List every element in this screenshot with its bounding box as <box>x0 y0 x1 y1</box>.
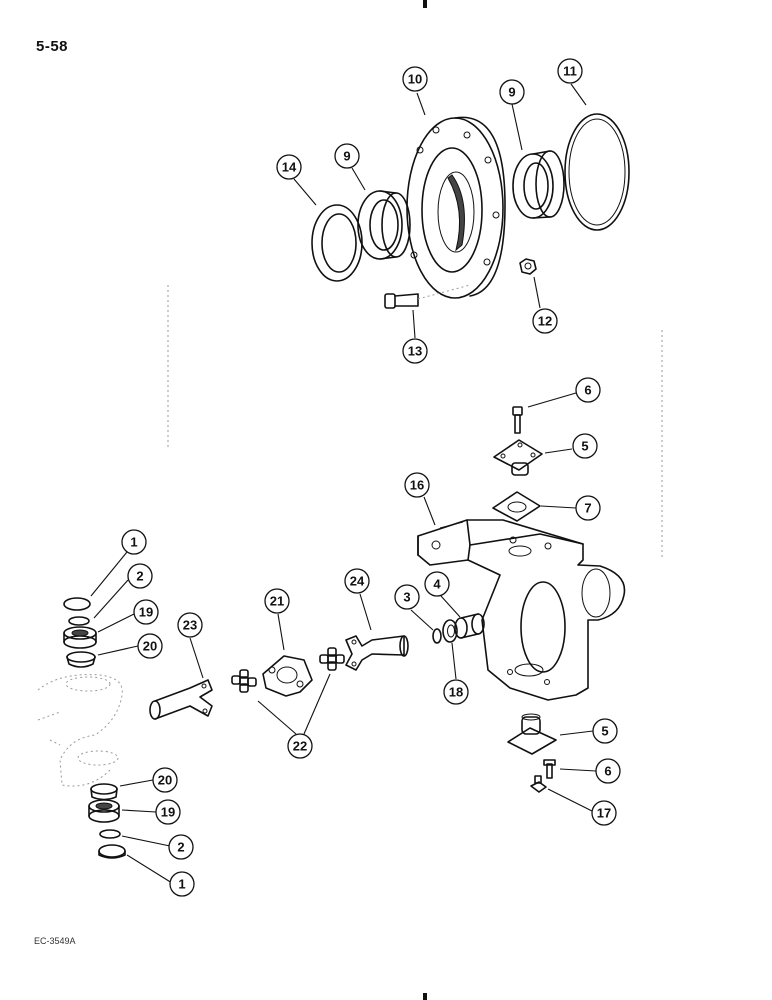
part-2-washer-bottom <box>99 829 121 839</box>
callout-9-right: 9 <box>499 79 525 105</box>
part-1-cap-top <box>63 597 91 611</box>
svg-text:1: 1 <box>178 877 185 892</box>
callout-7: 7 <box>575 495 601 521</box>
callout-21: 21 <box>264 588 290 614</box>
callout-20-bottom: 20 <box>152 767 178 793</box>
svg-text:2: 2 <box>136 569 143 584</box>
callout-20-top: 20 <box>137 633 163 659</box>
part-24-yoke-shaft <box>345 635 409 671</box>
callout-5-top: 5 <box>572 433 598 459</box>
callout-16: 16 <box>404 472 430 498</box>
part-22-cross-right <box>319 647 345 671</box>
illustration-code: EC-3549A <box>34 936 76 946</box>
part-14-seal <box>311 204 363 282</box>
part-22-cross-left <box>231 669 257 693</box>
svg-text:12: 12 <box>538 314 552 329</box>
svg-text:17: 17 <box>597 806 611 821</box>
part-4-bushing <box>454 613 485 639</box>
callout-14: 14 <box>276 154 302 180</box>
svg-text:18: 18 <box>449 685 463 700</box>
part-10-hub <box>406 116 506 299</box>
part-6-bolt-bottom <box>543 759 556 779</box>
svg-text:10: 10 <box>408 72 422 87</box>
callout-24: 24 <box>344 568 370 594</box>
callout-1-top: 1 <box>121 529 147 555</box>
callout-6-top: 6 <box>575 377 601 403</box>
callout-19-top: 19 <box>133 599 159 625</box>
callout-11: 11 <box>557 58 583 84</box>
part-7-shim <box>492 491 541 522</box>
part-9-bearing-left <box>357 190 411 260</box>
callout-9-left: 9 <box>334 143 360 169</box>
callout-22: 22 <box>287 733 313 759</box>
svg-text:6: 6 <box>604 764 611 779</box>
callout-12: 12 <box>532 308 558 334</box>
svg-text:19: 19 <box>161 805 175 820</box>
part-23-yoke-shaft <box>149 679 213 720</box>
callout-6-bottom: 6 <box>595 758 621 784</box>
part-20-cup-top <box>66 651 96 668</box>
callout-23: 23 <box>177 612 203 638</box>
svg-text:19: 19 <box>139 605 153 620</box>
callout-2-bottom: 2 <box>168 834 194 860</box>
callout-4: 4 <box>424 571 450 597</box>
svg-text:1: 1 <box>130 535 137 550</box>
part-19-bearing-bottom <box>88 799 120 823</box>
svg-text:9: 9 <box>343 149 350 164</box>
svg-text:21: 21 <box>270 594 284 609</box>
leader-lines <box>90 83 597 884</box>
svg-text:11: 11 <box>563 64 577 79</box>
part-17-grease-fitting <box>530 775 547 793</box>
part-13-bolt <box>384 284 471 309</box>
part-11-o-ring <box>564 113 630 231</box>
callout-18: 18 <box>443 679 469 705</box>
callout-3: 3 <box>394 584 420 610</box>
callout-17: 17 <box>591 800 617 826</box>
svg-text:22: 22 <box>293 739 307 754</box>
part-1-cap-bottom <box>98 844 126 859</box>
part-20-cup-bottom <box>90 783 118 801</box>
svg-text:2: 2 <box>177 840 184 855</box>
axle-housing-outline <box>37 674 123 787</box>
page-number: 5-58 <box>36 38 69 55</box>
svg-text:7: 7 <box>584 501 591 516</box>
svg-text:9: 9 <box>508 85 515 100</box>
svg-text:4: 4 <box>433 577 441 592</box>
part-6-bolt-top <box>512 406 523 434</box>
part-5-cap-bottom <box>507 713 557 755</box>
part-12-nut <box>519 258 537 275</box>
part-2-washer-top <box>68 616 90 626</box>
svg-text:3: 3 <box>403 590 410 605</box>
callout-5-bottom: 5 <box>592 718 618 744</box>
callout-2-top: 2 <box>127 563 153 589</box>
svg-text:14: 14 <box>282 160 297 175</box>
svg-text:5: 5 <box>601 724 608 739</box>
svg-text:6: 6 <box>584 383 591 398</box>
part-9-bearing-right <box>512 150 565 219</box>
part-19-bearing-top <box>63 626 97 649</box>
callout-1-bottom: 1 <box>169 871 195 897</box>
callout-13: 13 <box>402 338 428 364</box>
svg-text:20: 20 <box>143 639 157 654</box>
svg-text:20: 20 <box>158 773 172 788</box>
svg-text:13: 13 <box>408 344 422 359</box>
part-21-coupling <box>262 655 313 697</box>
callout-19-bottom: 19 <box>155 799 181 825</box>
svg-text:5: 5 <box>581 439 588 454</box>
svg-text:23: 23 <box>183 618 197 633</box>
part-5-cap-top <box>493 439 543 476</box>
callout-10: 10 <box>402 66 428 92</box>
svg-text:16: 16 <box>410 478 424 493</box>
part-3-ring <box>432 628 442 644</box>
part-16-knuckle <box>417 519 626 701</box>
svg-text:24: 24 <box>350 574 365 589</box>
